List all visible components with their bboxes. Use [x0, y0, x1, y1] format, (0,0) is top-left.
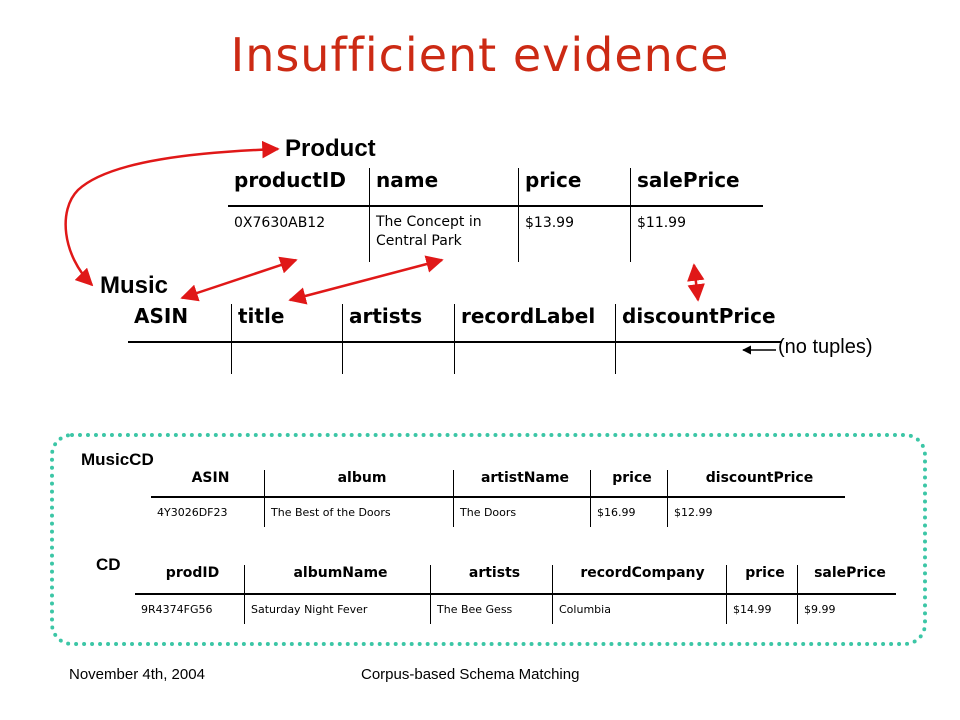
cd-table: prodID albumName artists recordCompany p… — [135, 565, 896, 624]
cd-col-saleprice: salePrice — [814, 565, 886, 581]
cd-cell-artists: The Bee Gess — [430, 594, 553, 624]
cd-col-recordcompany: recordCompany — [552, 565, 727, 594]
cd-col-price: price — [726, 565, 798, 594]
product-cell-saleprice: $11.99 — [637, 215, 686, 231]
music-col-asin: ASIN — [128, 304, 232, 342]
cd-col-artists: artists — [430, 565, 553, 594]
discountprice-saleprice-arrow — [687, 263, 705, 302]
music-empty-cell — [454, 342, 616, 374]
product-label: Product — [285, 135, 376, 162]
cd-cell-price: $14.99 — [726, 594, 798, 624]
footer-course: Corpus-based Schema Matching — [361, 666, 580, 683]
product-cell-name: The Concept in Central Park — [369, 206, 519, 262]
no-tuples-note: (no tuples) — [778, 336, 873, 358]
musiccd-col-asin: ASIN — [151, 470, 265, 497]
music-col-discountprice: discountPrice — [622, 304, 776, 328]
musiccd-cell-asin: 4Y3026DF23 — [151, 497, 265, 527]
musiccd-table: ASIN album artistName price discountPric… — [151, 470, 845, 527]
music-col-title: title — [231, 304, 343, 342]
musiccd-col-artistname: artistName — [453, 470, 591, 497]
musiccd-col-price: price — [590, 470, 668, 497]
musiccd-cell-album: The Best of the Doors — [264, 497, 454, 527]
musiccd-label: MusicCD — [81, 450, 154, 469]
music-table: ASIN title artists recordLabel discountP… — [128, 304, 782, 374]
musiccd-cell-discountprice: $12.99 — [674, 506, 713, 519]
music-col-artists: artists — [342, 304, 455, 342]
footer-date: November 4th, 2004 — [69, 666, 205, 683]
music-empty-cell — [128, 342, 232, 374]
cd-cell-saleprice: $9.99 — [804, 603, 836, 616]
title-name-arrow — [288, 255, 444, 305]
music-empty-cell — [231, 342, 343, 374]
dotted-group-box — [50, 433, 927, 646]
cd-cell-recordcompany: Columbia — [552, 594, 727, 624]
music-empty-cell — [342, 342, 455, 374]
slide-title: Insufficient evidence — [230, 28, 730, 82]
cd-cell-albumname: Saturday Night Fever — [244, 594, 431, 624]
musiccd-col-discountprice: discountPrice — [705, 470, 814, 486]
cd-col-albumname: albumName — [244, 565, 431, 594]
cd-cell-prodid: 9R4374FG56 — [135, 594, 245, 624]
musiccd-cell-artistname: The Doors — [453, 497, 591, 527]
asin-productid-arrow — [180, 256, 298, 302]
cd-col-prodid: prodID — [135, 565, 245, 594]
product-cell-price: $13.99 — [518, 206, 631, 262]
musiccd-col-album: album — [264, 470, 454, 497]
product-music-link-arrow — [64, 140, 280, 287]
product-col-name: name — [369, 168, 519, 206]
product-col-price: price — [518, 168, 631, 206]
cd-label: CD — [96, 555, 121, 574]
product-col-saleprice: salePrice — [637, 168, 740, 192]
musiccd-cell-price: $16.99 — [590, 497, 668, 527]
music-col-recordlabel: recordLabel — [454, 304, 616, 342]
